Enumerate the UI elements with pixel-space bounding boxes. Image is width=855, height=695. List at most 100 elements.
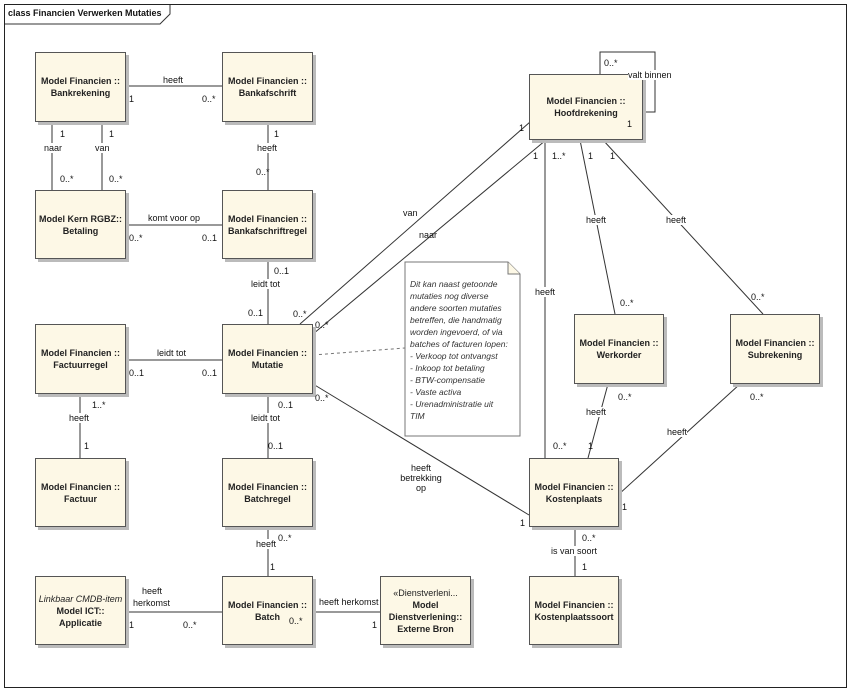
assoc-label: heeft [69, 413, 90, 423]
class-package: Model Financien :: [227, 348, 307, 358]
multiplicity-label: 1 [533, 151, 539, 161]
multiplicity-label: 0..* [278, 533, 292, 543]
assoc-label: heeft [666, 215, 687, 225]
class-kostenplaatssoort[interactable]: Model Financien :: Kostenplaatssoort [529, 576, 619, 645]
multiplicity-label: 0..* [256, 167, 270, 177]
assoc-label: heeft [142, 586, 163, 596]
multiplicity-label: 0..* [129, 233, 143, 243]
class-name: Hoofdrekening [554, 108, 618, 118]
multiplicity-label: 0..* [315, 320, 329, 330]
class-betaling[interactable]: Model Kern RGBZ:: Betaling [35, 190, 126, 259]
frame-tab-shape [4, 4, 171, 25]
class-bankafschrift[interactable]: Model Financien :: Bankafschrift [222, 52, 313, 122]
note-line: Dit kan naast getoonde [410, 279, 498, 289]
multiplicity-label: 1..* [92, 400, 106, 410]
note-line: - Urenadministratie uit [410, 399, 494, 409]
multiplicity-label: 0..* [750, 392, 764, 402]
assoc-label: herkomst [133, 598, 171, 608]
class-package: Model Financien :: [579, 338, 659, 348]
multiplicity-label: 1 [109, 129, 115, 139]
multiplicity-label: 1..* [552, 151, 566, 161]
class-name: Bankafschrift [238, 88, 297, 98]
class-hoofdrekening[interactable]: Model Financien :: Hoofdrekening [529, 74, 643, 140]
multiplicity-label: 0..1 [202, 233, 218, 243]
assoc-hoofdrekening-self [599, 51, 656, 113]
class-name: Bankrekening [50, 88, 111, 98]
assoc-hoofdrekening-subrekening [602, 139, 764, 315]
class-factuur[interactable]: Model Financien :: Factuur [35, 458, 126, 527]
assoc-label: leidt tot [251, 413, 281, 423]
class-name: Factuur [63, 493, 97, 504]
class-batchregel[interactable]: Model Financien :: Batchregel [222, 458, 313, 527]
class-stereotype: Linkbaar CMDB-item [38, 593, 123, 604]
note-line: - Vaste activa [410, 387, 462, 397]
multiplicity-label: 1 [627, 119, 633, 129]
class-batch[interactable]: Model Financien :: Batch [222, 576, 313, 645]
multiplicity-label: 1 [588, 151, 594, 161]
assoc-label: komt voor op [148, 213, 201, 223]
assoc-label: heeft [586, 407, 607, 417]
class-package: Model Financien :: [227, 213, 307, 224]
class-factuurregel[interactable]: Model Financien :: Factuurregel [35, 324, 126, 394]
multiplicity-label: 0..* [183, 620, 197, 630]
multiplicity-label: 0..1 [202, 368, 218, 378]
class-name: Bankafschriftregel [227, 225, 308, 236]
class-package: Model Financien :: [534, 599, 614, 610]
class-mutatie[interactable]: Model Financien :: Mutatie [222, 324, 313, 394]
multiplicity-label: 0..* [553, 441, 567, 451]
class-name: Externe Bron [397, 623, 454, 634]
class-package: Model Financien :: [546, 96, 626, 106]
class-bankrekening[interactable]: Model Financien :: Bankrekening [35, 52, 126, 122]
class-subrekening[interactable]: Model Financien :: Subrekening [730, 314, 820, 384]
diagram-frame [4, 4, 847, 688]
assoc-label: van [403, 208, 418, 218]
class-bankafschriftregel[interactable]: Model Financien :: Bankafschriftregel [222, 190, 313, 259]
assoc-hoofdrekening-werkorder [579, 139, 616, 315]
multiplicity-label: 0..* [202, 94, 216, 104]
multiplicity-label: 1 [372, 620, 378, 630]
multiplicity-label: 1 [270, 562, 276, 572]
multiplicity-label: 1 [84, 441, 90, 451]
assoc-label: heeft [257, 143, 278, 153]
class-name: Werkorder [596, 350, 642, 360]
class-kostenplaats[interactable]: Model Financien :: Kostenplaats [529, 458, 619, 527]
multiplicity-label: 0..* [315, 393, 329, 403]
multiplicity-label: 0..1 [278, 400, 294, 410]
multiplicity-label: 1 [622, 502, 628, 512]
multiplicity-label: 1 [129, 620, 135, 630]
diagram-title: class Financien Verwerken Mutaties [8, 8, 162, 18]
multiplicity-label: 1 [520, 518, 526, 528]
note-line: batches of facturen lopen: [410, 339, 508, 349]
class-name: Kostenplaats [545, 493, 603, 504]
note-shape [404, 261, 521, 437]
class-package: Model Financien :: [735, 338, 815, 348]
multiplicity-label: 0..* [751, 292, 765, 302]
class-package-2: Dienstverlening:: [388, 611, 463, 622]
multiplicity-label: 1 [582, 562, 588, 572]
assoc-label: heeft [667, 427, 688, 437]
class-package: Model Financien :: [227, 76, 307, 86]
assoc-label: heeft [163, 75, 184, 85]
class-package: Model Financien :: [227, 481, 307, 492]
class-werkorder[interactable]: Model Financien :: Werkorder [574, 314, 664, 384]
assoc-label: valt binnen [628, 70, 672, 80]
class-package: Model Financien :: [40, 348, 120, 358]
multiplicity-label: 0..1 [129, 368, 145, 378]
assoc-werkorder-kostenplaats [587, 383, 609, 459]
multiplicity-label: 1 [519, 123, 525, 133]
multiplicity-label: 0..* [109, 174, 123, 184]
assoc-label: leidt tot [157, 348, 187, 358]
multiplicity-label: 1 [129, 94, 135, 104]
assoc-mutatie-hoofdrekening-van [299, 121, 531, 325]
assoc-label: leidt tot [251, 279, 281, 289]
note-line: - Inkoop tot betaling [410, 363, 485, 373]
multiplicity-label: 1 [588, 441, 594, 451]
class-name: Applicatie [58, 617, 102, 628]
class-applicatie[interactable]: Linkbaar CMDB-item Model ICT:: Applicati… [35, 576, 126, 645]
assoc-label: naar [419, 230, 438, 240]
class-externe-bron[interactable]: «Dienstverleni... Model Dienstverlening:… [380, 576, 471, 645]
assoc-label: van [95, 143, 110, 153]
multiplicity-label: 0..* [620, 298, 634, 308]
note-line: - BTW-compensatie [410, 375, 485, 385]
